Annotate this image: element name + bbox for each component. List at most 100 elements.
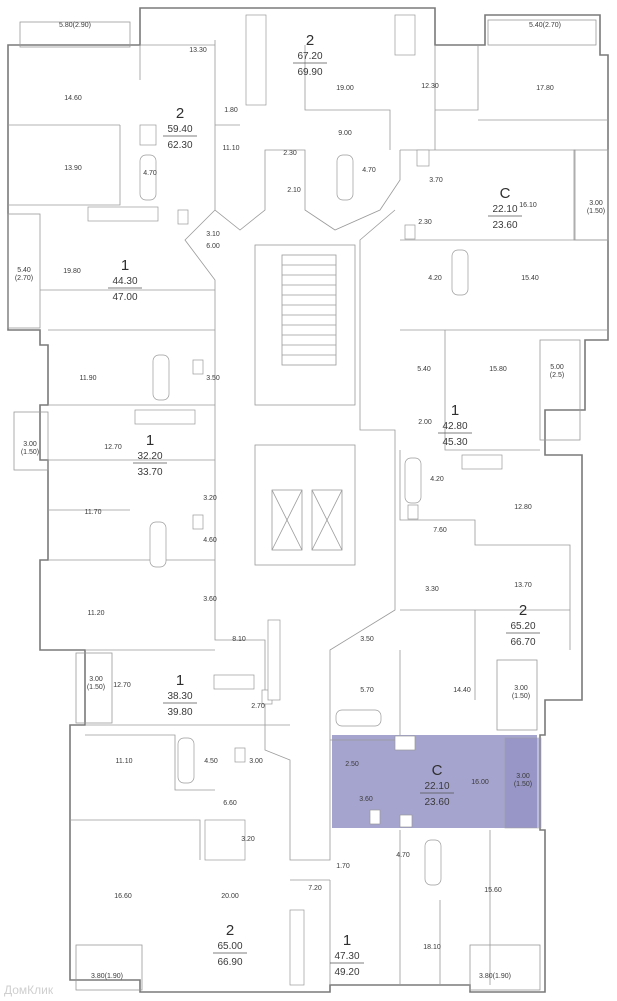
- room-area-label: 3.00: [516, 773, 530, 780]
- living-area: 32.20: [137, 451, 162, 462]
- room-area-label: (1.50): [87, 684, 105, 691]
- room-area-label: (2.5): [550, 372, 564, 379]
- apartment-label[interactable]: 2 65.00 66.90: [213, 922, 247, 968]
- room-area-label: 14.40: [453, 687, 471, 694]
- apartment-type: 1: [451, 402, 459, 419]
- total-area: 66.70: [510, 637, 535, 648]
- apartment-type: 1: [146, 432, 154, 449]
- total-area: 66.90: [217, 957, 242, 968]
- room-area-label: 3.50: [360, 636, 374, 643]
- room-area-label: (1.50): [514, 781, 532, 788]
- room-area-label: 16.60: [114, 893, 132, 900]
- room-area-label: 3.00: [589, 200, 603, 207]
- room-area-label: 14.60: [64, 95, 82, 102]
- room-area-label: 4.60: [203, 537, 217, 544]
- watermark-logo: ДомКлик: [4, 983, 54, 997]
- room-area-label: 7.20: [308, 885, 322, 892]
- room-area-label: 3.00: [23, 441, 37, 448]
- room-area-label: 12.70: [113, 682, 131, 689]
- room-area-label: 1.80: [224, 107, 238, 114]
- living-area: 44.30: [112, 276, 137, 287]
- apartment-type: 2: [226, 922, 234, 939]
- total-area: 39.80: [167, 707, 192, 718]
- room-area-label: 11.20: [88, 610, 105, 617]
- room-area-label: 4.20: [430, 476, 444, 483]
- room-area-label: 17.80: [536, 85, 554, 92]
- room-area-label: 16.10: [519, 202, 537, 209]
- apartment-type: C: [500, 185, 511, 202]
- room-area-label: 15.60: [484, 887, 502, 894]
- apartment-type: C: [432, 762, 443, 779]
- room-area-label: 6.60: [223, 800, 237, 807]
- room-area-label: 2.30: [418, 219, 432, 226]
- room-area-label: 9.00: [338, 130, 352, 137]
- living-area: 22.10: [424, 781, 449, 792]
- selected-apartment-highlight[interactable]: [332, 735, 537, 828]
- room-area-label: 11.10: [116, 758, 133, 765]
- living-area: 42.80: [442, 421, 467, 432]
- room-area-label: 4.20: [428, 275, 442, 282]
- total-area: 23.60: [424, 797, 449, 808]
- room-area-label: 3.00: [89, 676, 103, 683]
- room-area-label: 3.20: [241, 836, 255, 843]
- living-area: 65.20: [510, 621, 535, 632]
- building-walls: [7, 7, 609, 993]
- room-area-label: 11.10: [223, 145, 240, 152]
- room-area-label: 2.30: [283, 150, 297, 157]
- apartment-label[interactable]: C 22.10 23.60: [420, 762, 454, 808]
- room-area-label: 20.00: [221, 893, 239, 900]
- living-area: 67.20: [297, 51, 322, 62]
- room-labels: 5.80(2.90)13.3014.6013.901.8011.104.702.…: [15, 22, 605, 980]
- total-area: 33.70: [137, 467, 162, 478]
- apartment-type: 2: [519, 602, 527, 619]
- room-area-label: 3.70: [429, 177, 443, 184]
- apartment-label[interactable]: 1 44.30 47.00: [108, 257, 142, 303]
- room-area-label: 19.80: [63, 268, 81, 275]
- apartment-label[interactable]: 1 42.80 45.30: [438, 402, 472, 448]
- room-area-label: 18.10: [423, 944, 441, 951]
- room-area-label: (1.50): [587, 208, 605, 215]
- living-area: 47.30: [334, 951, 359, 962]
- room-area-label: 13.30: [189, 47, 207, 54]
- room-area-label: 2.50: [345, 761, 359, 768]
- total-area: 45.30: [442, 437, 467, 448]
- bathroom-fixtures: [87, 14, 503, 986]
- room-area-label: 3.80(1.90): [479, 973, 511, 980]
- room-area-label: 12.80: [514, 504, 532, 511]
- room-area-label: 6.00: [206, 243, 220, 250]
- room-area-label: 3.60: [359, 796, 373, 803]
- room-area-label: 4.50: [204, 758, 218, 765]
- living-area: 65.00: [217, 941, 242, 952]
- living-area: 59.40: [167, 124, 192, 135]
- living-area: 38.30: [167, 691, 192, 702]
- room-area-label: 4.70: [396, 852, 410, 859]
- room-area-label: 3.30: [425, 586, 439, 593]
- room-area-label: 8.10: [232, 636, 246, 643]
- room-area-label: 12.30: [421, 83, 439, 90]
- room-area-label: (2.70): [15, 275, 33, 282]
- apartment-label[interactable]: 1 32.20 33.70: [133, 432, 167, 478]
- total-area: 49.20: [334, 967, 359, 978]
- room-area-label: 5.40(2.70): [529, 22, 561, 29]
- apartment-type: 2: [306, 32, 314, 49]
- room-area-label: 4.70: [143, 170, 157, 177]
- room-area-label: 3.80(1.90): [91, 973, 123, 980]
- room-area-label: 13.90: [64, 165, 82, 172]
- apartment-label[interactable]: 2 65.20 66.70: [506, 602, 540, 648]
- room-area-label: 11.70: [85, 509, 102, 516]
- room-area-label: 2.00: [418, 419, 432, 426]
- room-area-label: 12.70: [104, 444, 122, 451]
- room-area-label: 5.70: [360, 687, 374, 694]
- total-area: 69.90: [297, 67, 322, 78]
- room-area-label: 5.40: [17, 267, 31, 274]
- apartment-type: 1: [121, 257, 129, 274]
- total-area: 47.00: [112, 292, 137, 303]
- apartment-label[interactable]: 2 67.20 69.90: [293, 32, 327, 78]
- total-area: 23.60: [492, 220, 517, 231]
- living-area: 22.10: [492, 204, 517, 215]
- apartment-label[interactable]: C 22.10 23.60: [488, 185, 522, 231]
